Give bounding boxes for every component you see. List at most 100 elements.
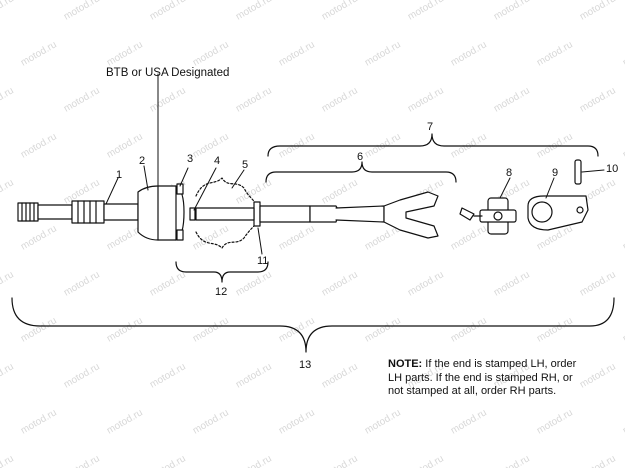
brace-6 (265, 161, 457, 183)
watermark-text: motod.ru (191, 315, 231, 344)
callout-11: 11 (257, 255, 268, 267)
leader-5 (231, 169, 245, 189)
watermark-text: motod.ru (535, 39, 575, 68)
note-heading: NOTE: (388, 358, 423, 370)
designation-label: BTB or USA Designated (106, 67, 229, 79)
callout-8: 8 (506, 167, 512, 179)
watermark-text: motod.ru (578, 269, 618, 298)
watermark-text: motod.ru (234, 0, 274, 23)
watermark-text: motod.ru (191, 407, 231, 436)
watermark-text: motod.ru (19, 131, 59, 160)
part-6-yoke-shaft (195, 191, 439, 239)
watermark-text: motod.ru (449, 407, 489, 436)
part-8-cross-bearing (459, 197, 517, 235)
note-line-3: not stamped at all, order RH parts. (388, 385, 557, 397)
watermark-text: motod.ru (406, 453, 446, 468)
brace-7 (267, 133, 599, 157)
callout-4: 4 (214, 155, 220, 167)
watermark-text: motod.ru (148, 0, 188, 23)
watermark-text: motod.ru (62, 85, 102, 114)
watermark-text: motod.ru (148, 269, 188, 298)
watermark-text: motod.ru (578, 453, 618, 468)
watermark-text: motod.ru (62, 0, 102, 23)
callout-7: 7 (427, 121, 433, 133)
leader-3 (179, 167, 189, 187)
leader-2 (143, 165, 149, 191)
watermark-text: motod.ru (621, 39, 625, 68)
watermark-text: motod.ru (0, 361, 16, 390)
watermark-text: motod.ru (19, 315, 59, 344)
leader-11 (257, 227, 263, 255)
watermark-text: motod.ru (0, 269, 16, 298)
watermark-text: motod.ru (535, 407, 575, 436)
watermark-text: motod.ru (449, 315, 489, 344)
watermark-text: motod.ru (621, 131, 625, 160)
watermark-text: motod.ru (449, 39, 489, 68)
watermark-text: motod.ru (492, 269, 532, 298)
watermark-text: motod.ru (363, 39, 403, 68)
part-3-boot-clamp (176, 183, 184, 241)
watermark-text: motod.ru (406, 269, 446, 298)
note-line-1: If the end is stamped LH, order (425, 358, 577, 370)
watermark-text: motod.ru (492, 0, 532, 23)
callout-13: 13 (299, 359, 311, 371)
watermark-text: motod.ru (62, 361, 102, 390)
watermark-text: motod.ru (105, 315, 145, 344)
watermark-text: motod.ru (277, 39, 317, 68)
watermark-text: motod.ru (320, 177, 360, 206)
callout-10: 10 (606, 163, 618, 175)
watermark-text: motod.ru (62, 269, 102, 298)
watermark-text: motod.ru (0, 453, 16, 468)
watermark-text: motod.ru (363, 407, 403, 436)
callout-12: 12 (215, 286, 227, 298)
watermark-text: motod.ru (320, 453, 360, 468)
watermark-text: motod.ru (234, 85, 274, 114)
leader-4 (193, 167, 217, 211)
part-10-roll-pin (574, 159, 582, 185)
leader-1 (105, 177, 119, 205)
part-4-retaining-ring (189, 207, 196, 221)
watermark-text: motod.ru (621, 315, 625, 344)
part-5-boot (195, 177, 257, 249)
watermark-text: motod.ru (148, 453, 188, 468)
watermark-text: motod.ru (320, 85, 360, 114)
watermark-text: motod.ru (148, 85, 188, 114)
callout-2: 2 (139, 155, 145, 167)
watermark-text: motod.ru (0, 85, 16, 114)
watermark-text: motod.ru (0, 0, 16, 23)
watermark-text: motod.ru (19, 39, 59, 68)
part-9-end-yoke (527, 195, 589, 231)
part-2-cv-housing (137, 73, 185, 241)
watermark-text: motod.ru (234, 269, 274, 298)
watermark-text: motod.ru (19, 407, 59, 436)
watermark-text: motod.ru (0, 177, 16, 206)
watermark-text: motod.ru (191, 39, 231, 68)
note-line-2: LH parts. If the end is stamped RH, or (388, 371, 573, 384)
callout-1: 1 (116, 169, 122, 181)
watermark-text: motod.ru (320, 269, 360, 298)
watermark-text: motod.ru (105, 407, 145, 436)
watermark-text: motod.ru (19, 223, 59, 252)
watermark-text: motod.ru (320, 361, 360, 390)
part-1-stub-shaft (17, 200, 139, 224)
watermark-text: motod.ru (578, 0, 618, 23)
watermark-text: motod.ru (148, 361, 188, 390)
note-block: NOTE: If the end is stamped LH, order LH… (388, 358, 620, 399)
watermark-text: motod.ru (277, 407, 317, 436)
watermark-text: motod.ru (535, 315, 575, 344)
watermark-text: motod.ru (62, 453, 102, 468)
leader-10 (581, 169, 605, 173)
callout-3: 3 (187, 153, 193, 165)
watermark-text: motod.ru (234, 361, 274, 390)
watermark-text: motod.ru (191, 131, 231, 160)
watermark-text: motod.ru (191, 223, 231, 252)
brace-13 (11, 297, 615, 353)
callout-9: 9 (552, 167, 558, 179)
watermark-text: motod.ru (234, 453, 274, 468)
watermark-text: motod.ru (621, 407, 625, 436)
callout-6: 6 (357, 151, 363, 163)
watermark-text: motod.ru (578, 85, 618, 114)
watermark-text: motod.ru (105, 39, 145, 68)
watermark-text: motod.ru (449, 223, 489, 252)
watermark-text: motod.ru (277, 223, 317, 252)
